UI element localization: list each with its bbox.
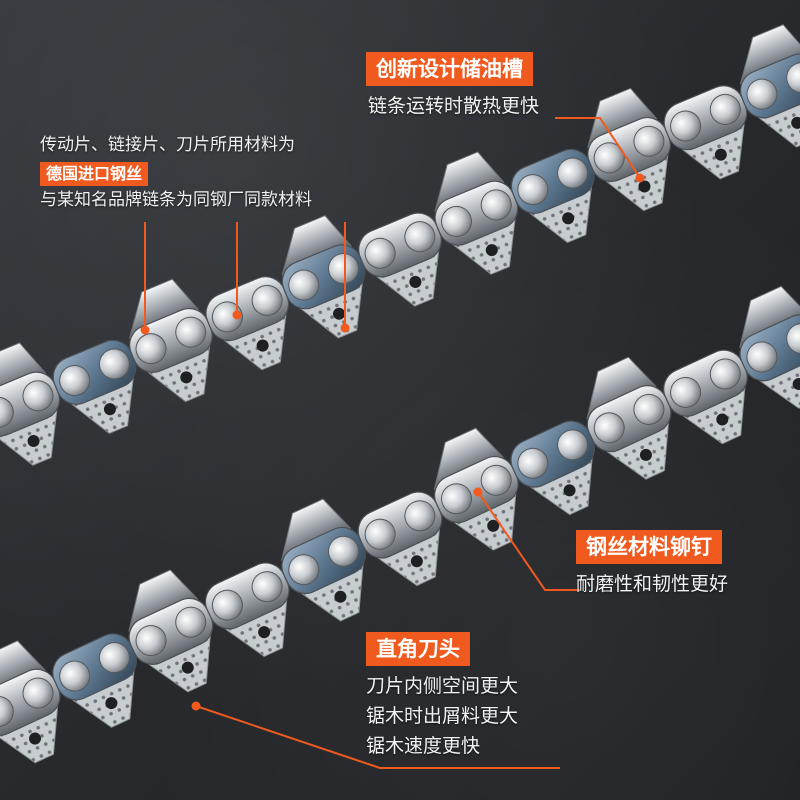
lower-chain-drive-link-11 [756, 348, 800, 409]
upper-chain-drive-link-hole-1 [27, 435, 40, 448]
material-title: 德国进口钢丝 [40, 162, 149, 186]
upper-chain-drive-link-hole-9 [638, 180, 651, 193]
lower-chain-rivet-b-5 [327, 535, 359, 567]
lower-chain-drive-link-hole-8 [563, 484, 576, 497]
lower-chain-rivet-b-10 [709, 358, 741, 390]
lower-chain-rivet-b-9 [633, 393, 665, 425]
upper-chain-rivet-a-2 [59, 365, 91, 397]
upper-chain-rivet-a-3 [135, 333, 167, 365]
upper-chain-rivet-a-1 [0, 396, 14, 428]
upper-chain-drive-link-hole-8 [562, 212, 575, 225]
leader-dot-material-right [340, 323, 350, 333]
lower-chain-rivet-a-2 [59, 660, 91, 692]
leader-rivet [477, 491, 580, 591]
upper-chain-rivet-b-1 [22, 380, 54, 412]
upper-chain-rivet-b-9 [633, 125, 665, 157]
lower-chain-rivet-a-10 [670, 376, 702, 408]
upper-chain-rivet-b-7 [480, 189, 512, 221]
upper-chain-drive-link-hole-2 [103, 403, 116, 416]
upper-chain-drive-link-hole-4 [256, 339, 269, 352]
leader-dot-oil-groove [635, 173, 645, 183]
upper-chain-drive-link-hole-6 [409, 275, 422, 288]
material-intro: 传动片、链接片、刀片所用材料为 [40, 135, 295, 155]
lower-chain-rivet-a-1 [0, 695, 14, 727]
cutter-note-2: 锯木时出屑料更大 [366, 705, 519, 727]
upper-chain-rivet-a-8 [517, 174, 549, 206]
lower-chain-drive-link-hole-6 [410, 555, 423, 568]
leader-dot-rivet [473, 487, 483, 497]
lower-chain-rivet-a-4 [211, 589, 243, 621]
lower-chain-rivet-a-3 [135, 625, 167, 657]
cutter-note-1: 刀片内侧空间更大 [366, 675, 519, 697]
lower-chain-rivet-a-6 [364, 518, 396, 550]
upper-chain-drive-link-hole-10 [714, 148, 727, 161]
upper-chain-rivet-b-6 [404, 221, 436, 253]
upper-chain-drive-link-hole-5 [333, 307, 346, 320]
lower-chain-rivet-a-9 [593, 412, 625, 444]
lower-chain-rivet-b-11 [786, 323, 800, 355]
upper-chain-drive-link-hole-3 [180, 371, 193, 384]
lower-chain-rivet-b-3 [175, 606, 207, 638]
lower-chain-rivet-a-11 [746, 341, 778, 373]
lower-chain-rivet-b-6 [404, 500, 436, 532]
upper-chain-rivet-a-10 [670, 110, 702, 142]
upper-chain-drive-link-hole-7 [485, 244, 498, 257]
upper-chain-rivet-b-5 [327, 253, 359, 285]
lower-chain-rivet-b-8 [557, 429, 589, 461]
upper-chain-rivet-b-3 [175, 316, 207, 348]
leader-dot-material-left [140, 325, 150, 335]
upper-chain [0, 24, 800, 466]
rivet-title: 钢丝材料铆钉 [576, 530, 722, 564]
leader-dot-cutter [191, 701, 201, 711]
lower-chain-drive-link-hole-10 [716, 413, 729, 426]
leader-dot-material-mid [232, 310, 242, 320]
leader-oil-groove [555, 117, 641, 179]
material-note: 与某知名品牌链条为同钢厂同款材料 [40, 190, 312, 210]
rivet-note: 耐磨性和韧性更好 [576, 573, 729, 595]
cutter-note-3: 锯木速度更快 [366, 735, 481, 757]
upper-chain-drive-link-hole-11 [791, 116, 800, 129]
lower-chain-drive-link-hole-11 [792, 378, 800, 391]
lower-chain-rivet-b-4 [251, 571, 283, 603]
lower-chain-rivet-a-7 [441, 483, 473, 515]
lower-chain-drive-link-hole-3 [181, 661, 194, 674]
upper-chain-rivet-b-4 [251, 284, 283, 316]
lower-chain-drive-link-hole-7 [487, 519, 500, 532]
leader-cutter [195, 705, 560, 769]
upper-chain-rivet-b-2 [98, 348, 130, 380]
upper-chain-rivet-a-4 [211, 301, 243, 333]
cutter-title: 直角刀头 [366, 632, 470, 666]
callout-leader-lines [140, 117, 645, 769]
lower-chain-rivet-a-8 [517, 447, 549, 479]
lower-chain-drive-link-hole-5 [334, 590, 347, 603]
oil-groove-title: 创新设计储油槽 [366, 52, 533, 86]
upper-chain-rivet-a-7 [441, 205, 473, 237]
upper-chain-rivet-a-6 [364, 237, 396, 269]
lower-chain-drive-link-hole-4 [258, 626, 271, 639]
oil-groove-note: 链条运转时散热更快 [368, 95, 540, 117]
upper-chain-rivet-a-11 [746, 78, 778, 110]
upper-chain-rivet-b-8 [557, 157, 589, 189]
lower-chain-rivet-b-1 [22, 677, 54, 709]
lower-chain-rivet-b-7 [480, 464, 512, 496]
lower-chain-drive-link-hole-9 [639, 448, 652, 461]
upper-chain-rivet-b-11 [786, 62, 800, 94]
upper-chain-rivet-a-5 [288, 269, 320, 301]
lower-chain-drive-link-hole-2 [105, 697, 118, 710]
lower-chain [0, 285, 800, 764]
lower-chain-drive-link-hole-1 [29, 732, 42, 745]
lower-chain-rivet-a-5 [288, 554, 320, 586]
upper-chain-rivet-b-10 [709, 93, 741, 125]
lower-chain-rivet-b-2 [98, 642, 130, 674]
